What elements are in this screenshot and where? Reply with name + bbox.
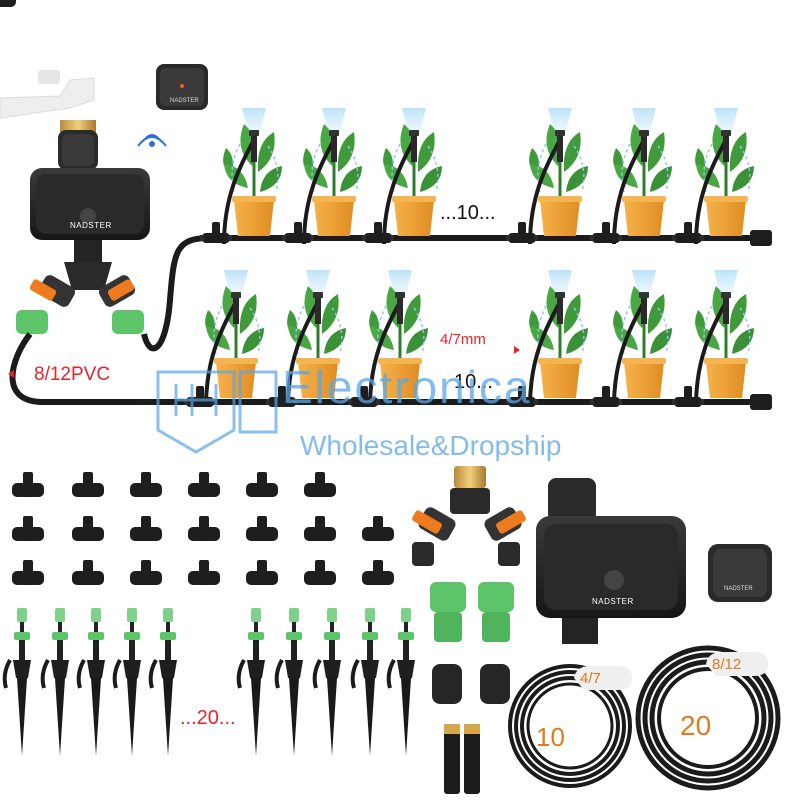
wireless-hub-bottom (708, 544, 772, 602)
tube-coil-small (508, 664, 632, 788)
brand-label-bottom: NADSTER (592, 597, 634, 606)
tube-arrow-icon (514, 346, 520, 354)
y-valve-top (16, 262, 144, 334)
hub-brand-top: NADSTER (170, 98, 199, 104)
count-label-top: ...10... (440, 202, 496, 224)
wifi-signal-icon (137, 134, 167, 147)
tube-size-label: 4/7mm (440, 331, 486, 348)
plant-row-bottom (184, 268, 772, 410)
coil-small-length: 10 (536, 722, 565, 752)
coil-large-length: 20 (680, 710, 712, 741)
brand-label-top: NADSTER (70, 221, 112, 230)
pvc-arrow-icon (8, 370, 14, 378)
watermark-sub: Wholesale&Dropship (300, 430, 562, 461)
dripper-stakes-right (236, 606, 417, 758)
dripper-stakes-left (2, 606, 179, 758)
coil-tag-large (706, 652, 768, 676)
coil-tag-small (574, 666, 632, 690)
water-timer-bottom (536, 478, 686, 644)
coil-large-size: 8/12 (712, 656, 742, 673)
watermark-main: Electronica (282, 361, 532, 413)
count-label-bottom: 10... (454, 371, 493, 393)
stake-count-label: ...20... (180, 707, 236, 729)
hub-brand-bottom: NADSTER (724, 586, 753, 592)
end-caps (432, 664, 510, 704)
y-valve-bottom (412, 466, 526, 566)
batteries (444, 724, 480, 794)
main-tubing (9, 235, 770, 405)
plant-row-top (200, 106, 772, 246)
tee-connector-set (0, 0, 394, 585)
wireless-hub-top (156, 64, 208, 110)
water-timer-top (30, 130, 150, 264)
quick-connectors (430, 582, 514, 642)
watermark-logo (156, 370, 278, 454)
faucet (0, 70, 96, 132)
pvc-size-label: 8/12PVC (34, 364, 111, 385)
coil-small-size: 4/7 (580, 670, 601, 687)
